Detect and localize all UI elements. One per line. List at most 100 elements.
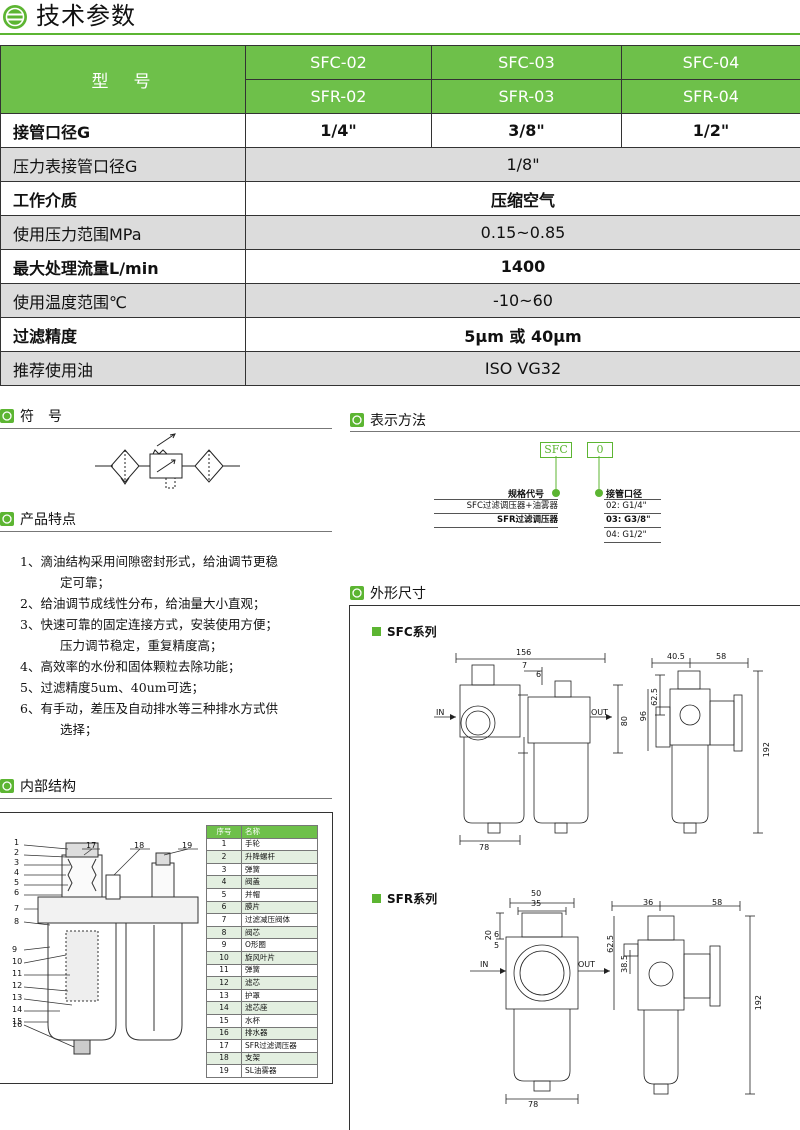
dim-sfr-50: 50 — [531, 889, 541, 898]
section-divider — [0, 531, 332, 532]
section-bullet-icon — [0, 512, 14, 526]
parts-name: 滤芯 — [242, 977, 318, 990]
parts-num: 9 — [207, 939, 242, 952]
notation-port-item: 04: G1/2" — [604, 529, 661, 543]
callout-number: 8 — [14, 917, 19, 926]
sfc-side-drawing — [640, 655, 770, 855]
section-divider — [0, 428, 332, 429]
parts-name: SFR过滤调压器 — [242, 1040, 318, 1053]
callout-number: 19 — [182, 841, 192, 850]
model-label: 型 号 — [1, 46, 246, 114]
section-divider — [350, 431, 800, 432]
dim-sfr-58: 58 — [712, 898, 722, 907]
section-bullet-icon — [350, 586, 364, 600]
parts-name: 弹簧 — [242, 964, 318, 977]
dim-sfc-40: 40.5 — [667, 652, 685, 661]
spec-row-value: 5μm 或 40μm — [246, 318, 800, 352]
dim-sfc-96: 96 — [639, 711, 648, 721]
model-sfr-03: SFR-03 — [432, 80, 622, 114]
callout-number: 13 — [12, 992, 22, 1004]
section-bullet-icon — [0, 779, 14, 793]
dim-sfr-78: 78 — [528, 1100, 538, 1109]
filter-regulator-symbol — [95, 432, 255, 502]
sfr-in-label: IN — [480, 960, 488, 969]
header-divider — [0, 33, 800, 35]
callout-number: 4 — [14, 868, 19, 878]
callout-number: 5 — [14, 878, 19, 888]
callout-numbers-left: 1 2 3 4 5 6 — [14, 838, 19, 898]
feature-item: 3、快速可靠的固定连接方式，安装使用方便； — [20, 614, 340, 635]
callout-number: 9 — [12, 944, 22, 956]
port-value-04: 1/2" — [622, 114, 800, 148]
callout-number: 3 — [14, 858, 19, 868]
dim-sfr-5: 5 — [494, 941, 499, 950]
parts-num: 8 — [207, 926, 242, 939]
parts-name: 过滤减压阀体 — [242, 914, 318, 927]
feature-item: 1、滴油结构采用间隙密封形式，给油调节更稳 — [20, 551, 340, 572]
port-value-03: 3/8" — [432, 114, 622, 148]
spec-row-value: 1400 — [246, 250, 800, 284]
section-title-features: 产品特点 — [20, 509, 76, 529]
spec-row-label: 工作介质 — [1, 182, 246, 216]
series-sfc-title: SFC系列 — [387, 623, 437, 640]
callout-number: 6 — [14, 888, 19, 898]
parts-name: 弹簧 — [242, 863, 318, 876]
dim-sfc-62: 62.5 — [650, 688, 659, 706]
sfr-out-label: OUT — [578, 960, 595, 969]
spec-row-label: 压力表接管口径G — [1, 148, 246, 182]
spec-row-label: 过滤精度 — [1, 318, 246, 352]
feature-item-cont: 压力调节稳定，重复精度高； — [20, 635, 340, 656]
callout-number: 14 — [12, 1004, 22, 1016]
port-value-02: 1/4" — [246, 114, 432, 148]
parts-name: 旋风叶片 — [242, 951, 318, 964]
dim-sfc-78: 78 — [479, 843, 489, 852]
page-title: 技术参数 — [36, 0, 136, 32]
series-bullet-icon — [372, 894, 381, 903]
model-sfc-04: SFC-04 — [622, 46, 800, 80]
section-title-dimensions: 外形尺寸 — [370, 583, 426, 603]
section-divider — [0, 798, 332, 799]
callout-number: 1 — [14, 838, 19, 848]
notation-port-item: 03: G3/8" — [604, 514, 661, 528]
feature-item: 2、给油调节成线性分布，给油量大小直观； — [20, 593, 340, 614]
spec-row-value: 1/8" — [246, 148, 800, 182]
parts-num: 4 — [207, 876, 242, 889]
parts-name: O形圈 — [242, 939, 318, 952]
section-title-notation: 表示方法 — [370, 410, 426, 430]
model-sfr-04: SFR-04 — [622, 80, 800, 114]
parts-num: 11 — [207, 964, 242, 977]
section-symbol: 符 号 — [0, 405, 62, 427]
parts-num: 10 — [207, 951, 242, 964]
notation-spec-item: SFC过滤调压器+油雾器 — [434, 499, 558, 514]
internal-structure-drawing — [10, 835, 205, 1065]
sfc-in-label: IN — [436, 708, 444, 717]
dim-sfc-156: 156 — [516, 648, 531, 657]
parts-num: 13 — [207, 989, 242, 1002]
parts-num: 19 — [207, 1065, 242, 1078]
callout-number: 2 — [14, 848, 19, 858]
parts-name: SL油雾器 — [242, 1065, 318, 1078]
series-sfr: SFR系列 — [372, 890, 437, 907]
parts-num: 2 — [207, 851, 242, 864]
parts-name: 膜片 — [242, 901, 318, 914]
parts-name: 阀芯 — [242, 926, 318, 939]
sfr-side-drawing — [600, 898, 775, 1113]
callout-number: 7 — [14, 904, 19, 913]
features-list: 1、滴油结构采用间隙密封形式，给油调节更稳 定可靠； 2、给油调节成线性分布，给… — [20, 551, 340, 740]
parts-name: 并帽 — [242, 888, 318, 901]
callout-numbers-lower: 9 10 11 12 13 14 15 — [12, 944, 22, 1028]
dim-sfc-80: 80 — [620, 716, 629, 726]
feature-item-cont: 定可靠； — [20, 572, 340, 593]
sfr-front-drawing — [470, 895, 610, 1110]
parts-name: 阀盖 — [242, 876, 318, 889]
dim-sfr-38: 38.5 — [620, 955, 629, 973]
parts-head-name: 名称 — [242, 826, 318, 839]
parts-name: 升降螺杆 — [242, 851, 318, 864]
parts-num: 6 — [207, 901, 242, 914]
dim-sfr-62: 62.5 — [606, 935, 615, 953]
parts-name: 支架 — [242, 1052, 318, 1065]
parts-head-num: 序号 — [207, 826, 242, 839]
parts-name: 护罩 — [242, 989, 318, 1002]
section-notation: 表示方法 — [350, 409, 426, 431]
dim-sfc-192: 192 — [762, 742, 771, 757]
